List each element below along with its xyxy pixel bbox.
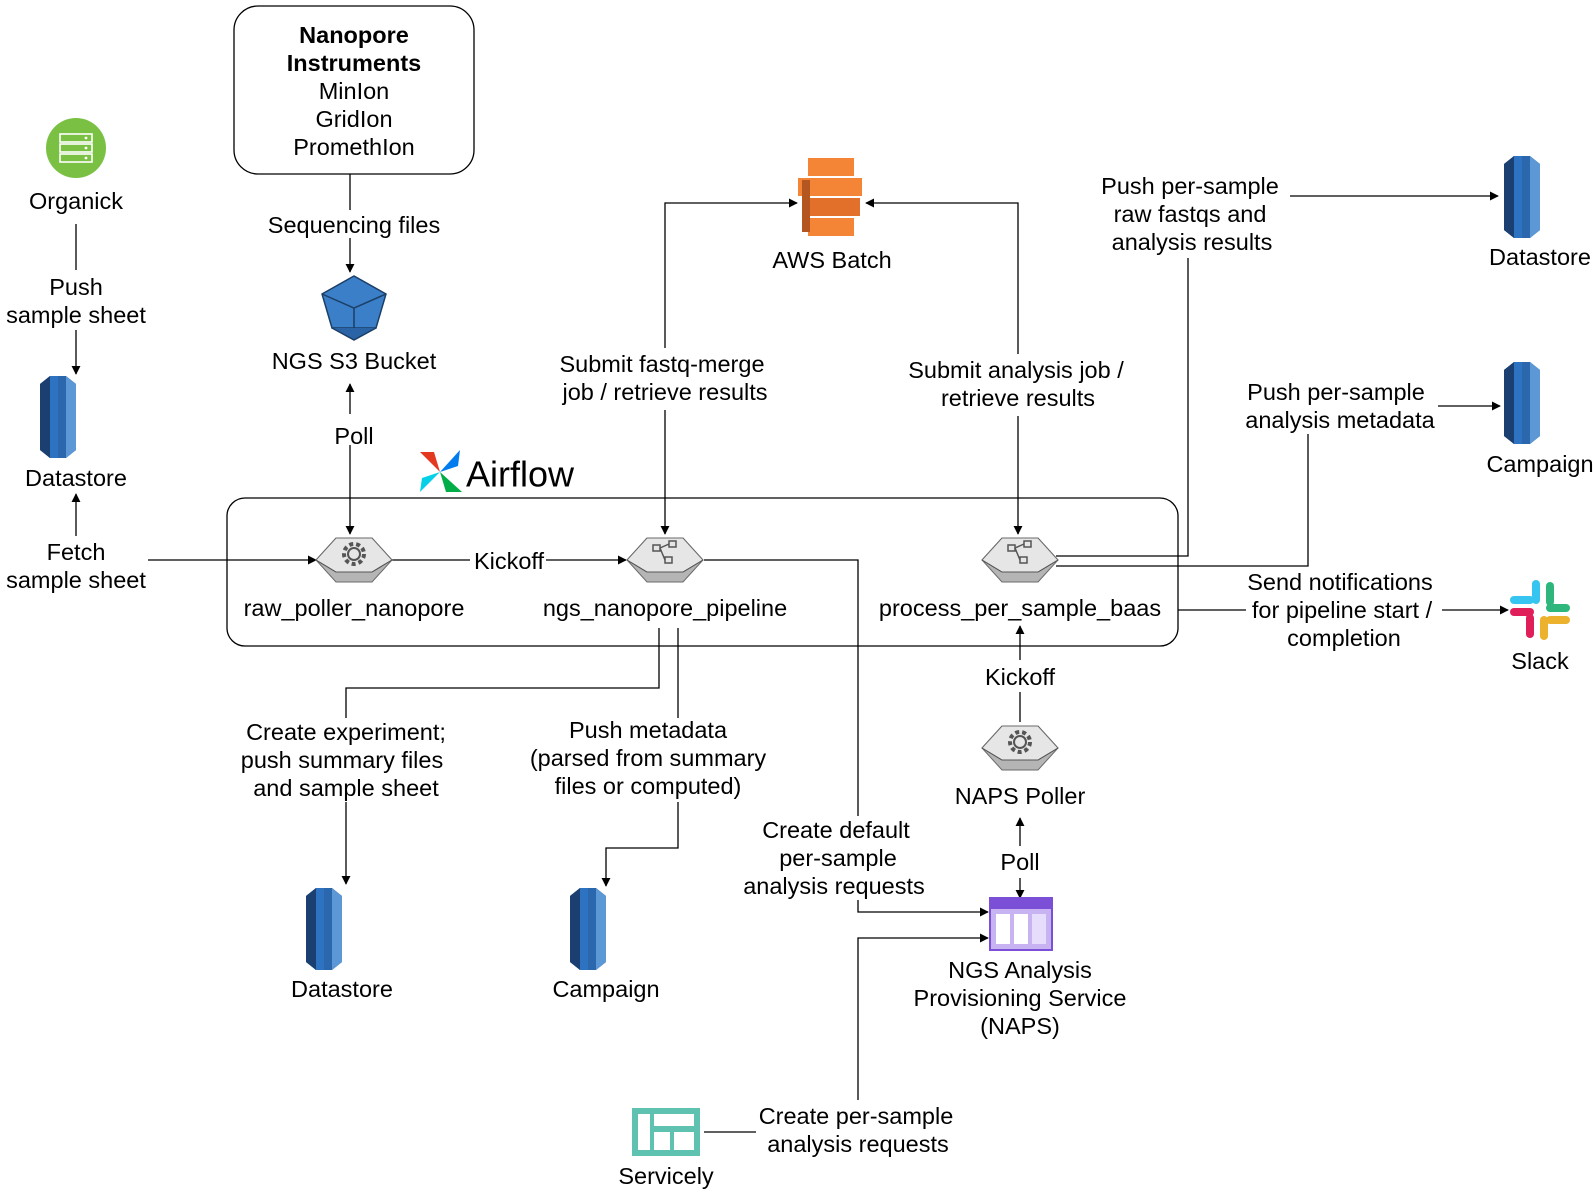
airflow-logo: Airflow <box>420 450 575 495</box>
slack-label: Slack <box>1511 648 1569 674</box>
wire-pipeline-to-campaign-bottom-b <box>601 802 679 887</box>
airflow-container <box>226 497 1179 647</box>
edge-fetch-sample-sheet-1: Fetch <box>47 539 106 565</box>
edge-kickoff-pipeline: Kickoff <box>474 548 545 574</box>
aws-batch-icon <box>798 158 862 236</box>
edge-push-metadata-3: files or computed) <box>555 773 742 799</box>
instruments-minion: MinIon <box>319 78 390 104</box>
nanopore-instruments-box <box>233 5 475 175</box>
slack-icon <box>1510 580 1570 640</box>
instruments-title-2: Instruments <box>287 50 422 76</box>
edge-sequencing-files: Sequencing files <box>268 212 440 238</box>
instruments-title-1: Nanopore <box>299 22 409 48</box>
datastore-left-icon <box>40 376 76 458</box>
edge-notify-1: Send notifications <box>1247 569 1433 595</box>
wire-baas-to-datastore-right <box>1056 258 1189 557</box>
raw-poller-label: raw_poller_nanopore <box>244 595 465 621</box>
wire-baas-to-aws-top <box>865 198 1019 354</box>
edge-push-metadata-1: Push metadata <box>569 717 728 743</box>
datastore-right-label: Datastore <box>1489 244 1591 270</box>
edge-poll-s3: Poll <box>334 423 373 449</box>
naps-label-2: Provisioning Service <box>914 985 1127 1011</box>
edge-submit-analysis-1: Submit analysis job / <box>908 357 1124 383</box>
campaign-bottom-label: Campaign <box>552 976 659 1002</box>
aws-batch-label: AWS Batch <box>772 247 891 273</box>
edge-push-metadata-right-2: analysis metadata <box>1245 407 1435 433</box>
edge-notify-3: completion <box>1287 625 1401 651</box>
edge-create-experiment-2: push summary files <box>241 747 443 773</box>
s3-bucket-icon <box>321 275 387 341</box>
organick-label: Organick <box>29 188 123 214</box>
campaign-bottom-icon <box>570 888 606 970</box>
naps-label-3: (NAPS) <box>980 1013 1060 1039</box>
wire-pipeline-to-naps-a <box>704 559 859 816</box>
edge-submit-fastq-2: job / retrieve results <box>561 379 767 405</box>
s3-bucket-label: NGS S3 Bucket <box>272 348 437 374</box>
instruments-promethion: PromethIon <box>293 134 414 160</box>
campaign-right-label: Campaign <box>1486 451 1593 477</box>
workflow-icon <box>1007 540 1032 564</box>
edge-push-fastqs-3: analysis results <box>1112 229 1273 255</box>
gear-icon <box>342 542 366 566</box>
edge-push-fastqs-2: raw fastqs and <box>1114 201 1267 227</box>
servicely-label: Servicely <box>618 1163 714 1189</box>
edge-create-experiment-1: Create experiment; <box>246 719 446 745</box>
edge-fetch-sample-sheet-2: sample sheet <box>6 567 146 593</box>
gear-icon <box>1008 730 1032 754</box>
edge-notify-2: for pipeline start / <box>1252 597 1433 623</box>
connector-lines <box>71 174 1509 1133</box>
naps-poller-label: NAPS Poller <box>955 783 1086 809</box>
edge-kickoff-baas: Kickoff <box>985 664 1056 690</box>
organick-server-icon <box>46 118 106 178</box>
edge-push-sample-sheet-2: sample sheet <box>6 302 146 328</box>
airflow-pinwheel-icon <box>420 450 462 492</box>
datastore-bottom-icon <box>306 888 342 970</box>
pipeline-label: ngs_nanopore_pipeline <box>543 595 787 621</box>
edge-create-default-3: analysis requests <box>743 873 925 899</box>
wire-servicely-to-naps <box>857 933 989 1100</box>
wire-pipeline-to-naps-b <box>857 900 989 917</box>
datastore-right-icon <box>1504 156 1540 238</box>
servicely-icon <box>632 1108 700 1156</box>
datastore-left-label: Datastore <box>25 465 127 491</box>
edge-submit-analysis-2: retrieve results <box>941 385 1095 411</box>
edge-push-metadata-2: (parsed from summary <box>530 745 767 771</box>
naps-table-icon <box>989 897 1053 951</box>
wire-pipeline-to-aws-top <box>664 198 798 348</box>
edge-create-default-2: per-sample <box>779 845 897 871</box>
datastore-bottom-label: Datastore <box>291 976 393 1002</box>
wire-pipeline-to-datastore-bottom-a <box>345 628 660 718</box>
edge-submit-fastq-1: Submit fastq-merge <box>559 351 764 377</box>
naps-label-1: NGS Analysis <box>948 957 1092 983</box>
edge-push-metadata-right-1: Push per-sample <box>1247 379 1425 405</box>
edge-create-requests-2: analysis requests <box>767 1131 949 1157</box>
wire-baas-to-campaign-right <box>1056 434 1309 567</box>
edge-push-fastqs-1: Push per-sample <box>1101 173 1279 199</box>
edge-create-requests-1: Create per-sample <box>759 1103 954 1129</box>
campaign-right-icon <box>1504 362 1540 444</box>
airflow-label: Airflow <box>466 454 575 495</box>
edge-create-experiment-3: and sample sheet <box>253 775 439 801</box>
instruments-gridion: GridIon <box>315 106 392 132</box>
edge-push-sample-sheet-1: Push <box>49 274 103 300</box>
edge-poll-naps: Poll <box>1000 849 1039 875</box>
edge-create-default-1: Create default <box>762 817 910 843</box>
workflow-icon <box>652 540 677 564</box>
baas-label: process_per_sample_baas <box>879 595 1161 621</box>
